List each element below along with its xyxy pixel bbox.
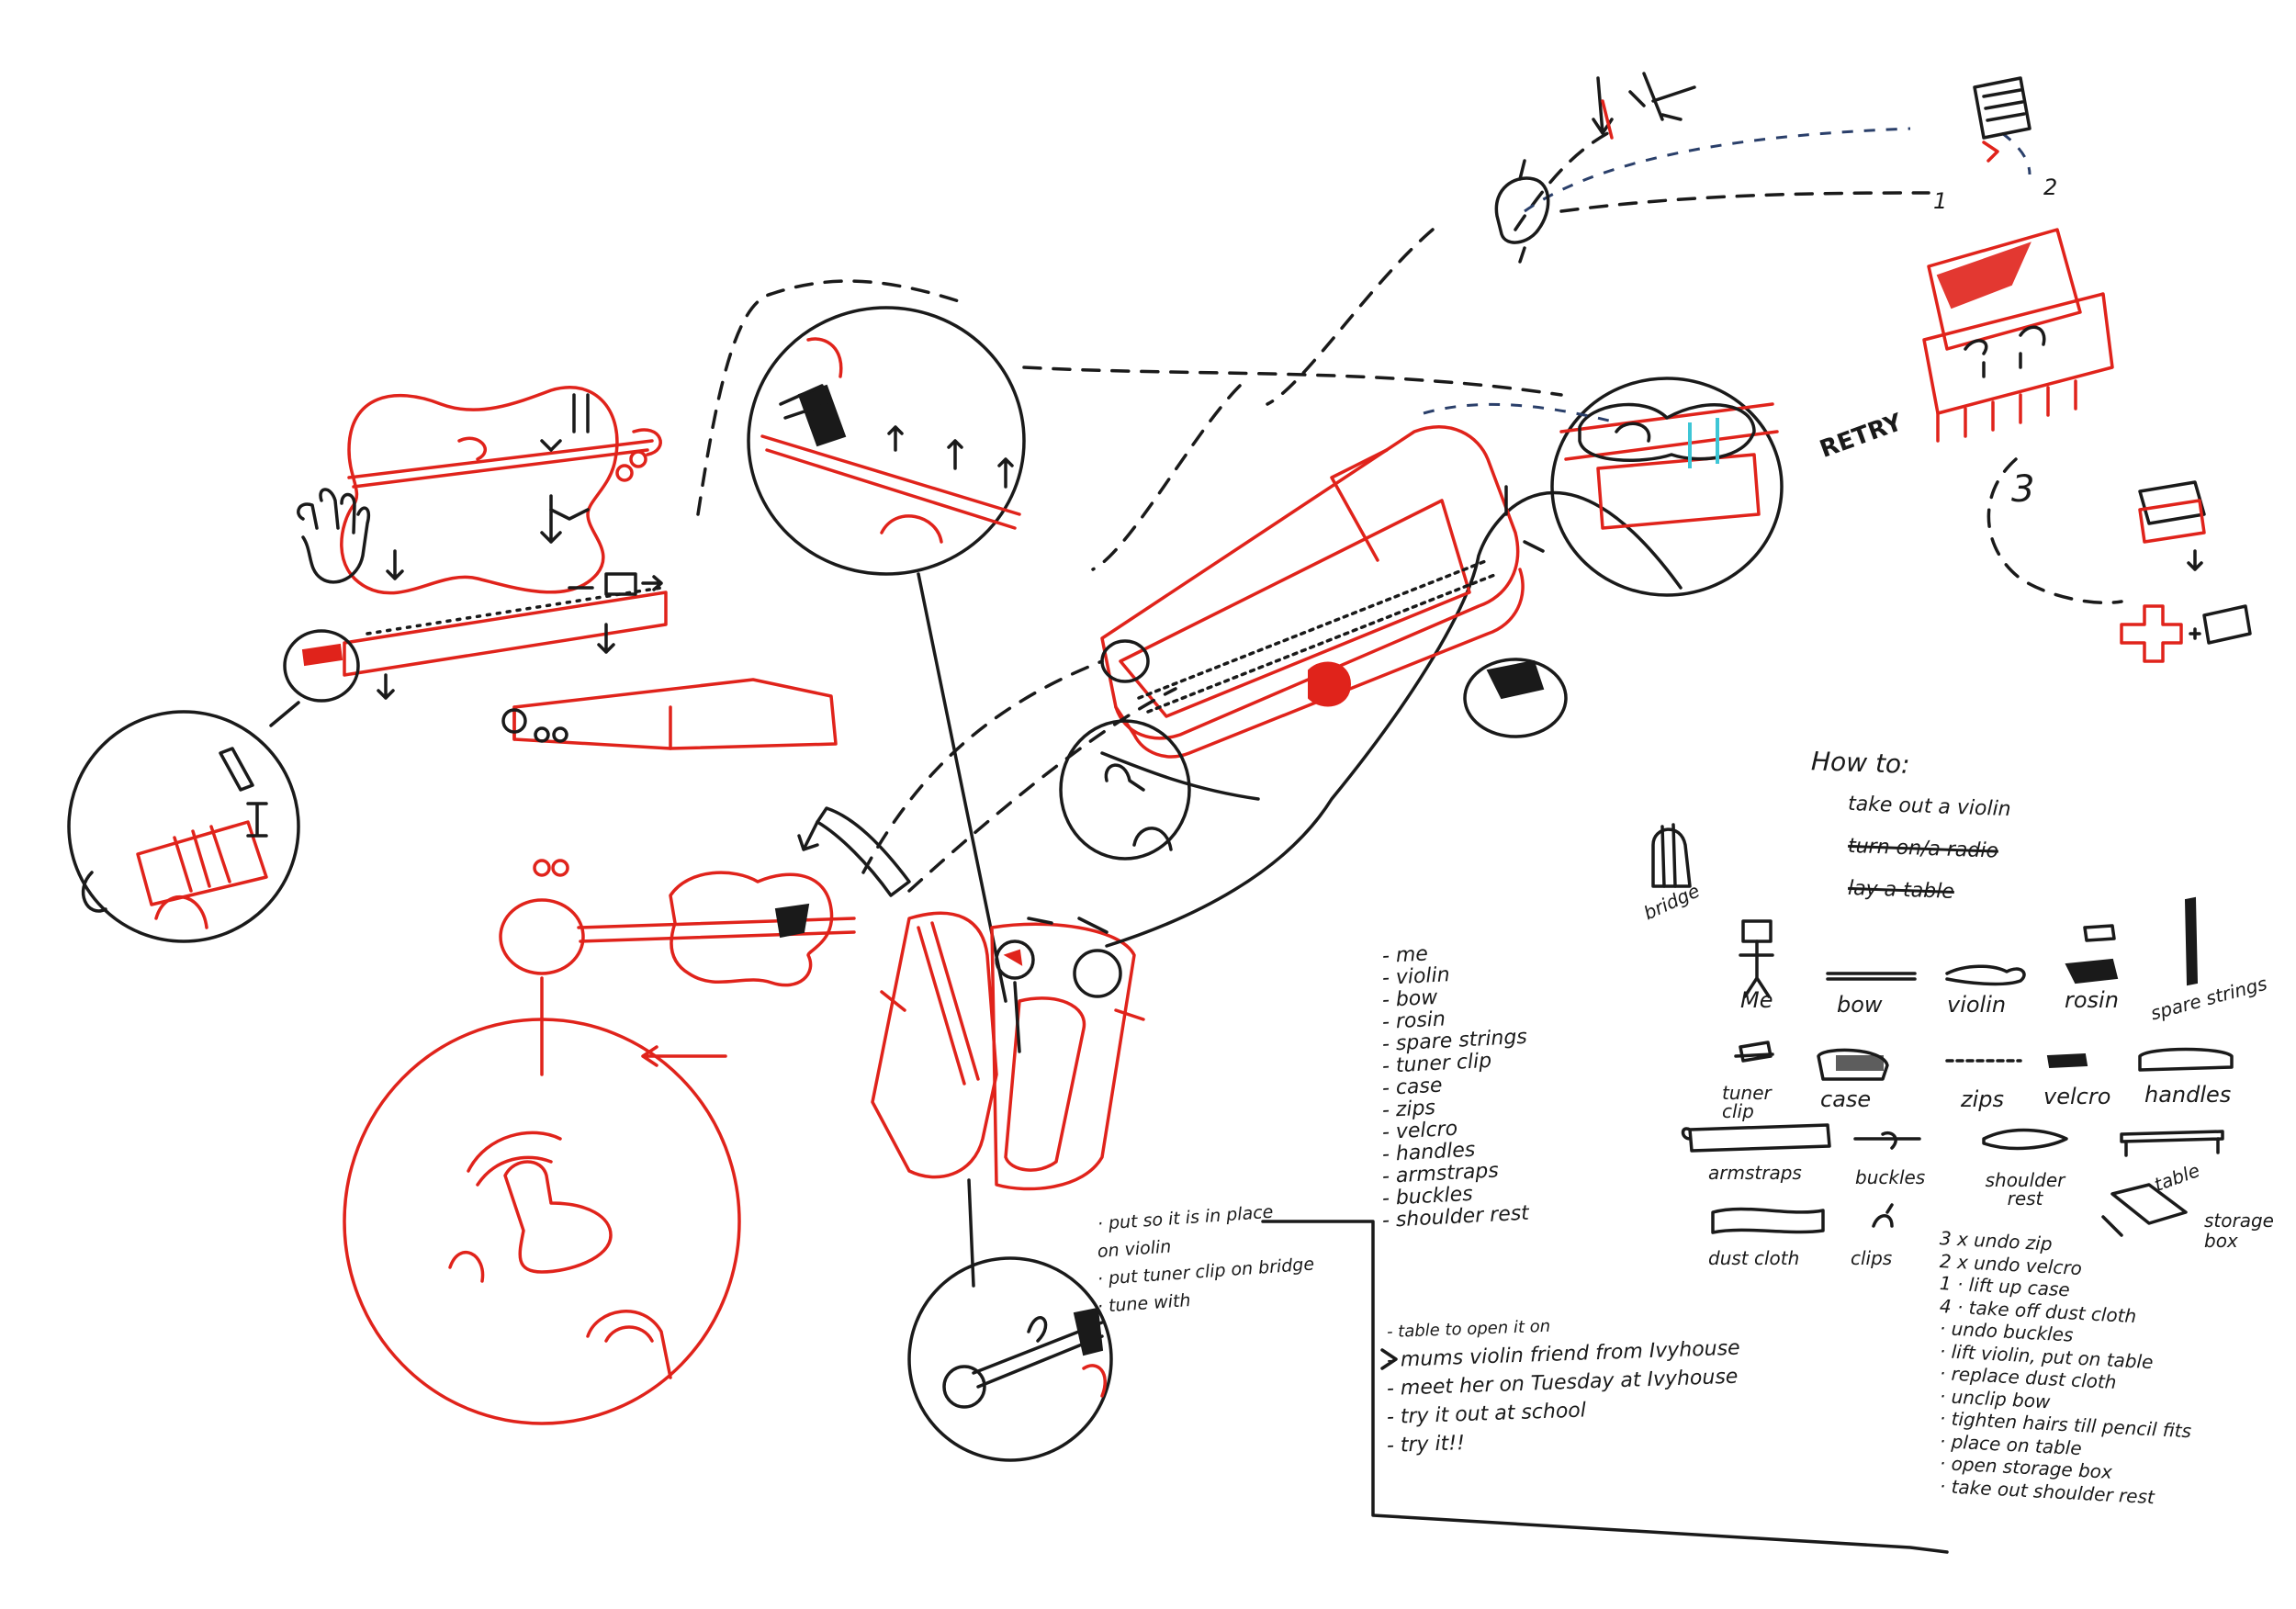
legend-handles: handles bbox=[2144, 1082, 2232, 1108]
rosin-zoom-circle bbox=[343, 1018, 741, 1425]
retry-zoom-circle bbox=[1550, 377, 1784, 597]
legend-shoulder-rest: shoulder rest bbox=[1985, 1169, 2065, 1210]
steps-list: 3 x undo zip 2 x undo velcro 1 · lift up… bbox=[1939, 1227, 2191, 1508]
oval-icon bbox=[1494, 72, 1696, 264]
violin-tuner-sketch bbox=[499, 806, 911, 1076]
storage-box-sketch bbox=[1922, 76, 2114, 443]
how-to-item: take out a violin bbox=[1847, 792, 2012, 822]
legend-clips: clips bbox=[1851, 1247, 1893, 1269]
bow-tip-zoom bbox=[67, 629, 360, 943]
legend-rosin: rosin bbox=[2065, 987, 2119, 1013]
hand-sketch bbox=[297, 488, 370, 584]
how-to-block: How to: take out a violin turn on/a radi… bbox=[1811, 744, 2012, 913]
legend-violin: violin bbox=[1947, 992, 2007, 1018]
legend-zips: zips bbox=[1961, 1086, 2005, 1112]
bow-sketch bbox=[343, 549, 668, 700]
bow-lower-sketch bbox=[501, 678, 838, 750]
notes-list: - table to open it on - mums violin frie… bbox=[1387, 1317, 1740, 1460]
scroll-zoom-circle bbox=[907, 1256, 1113, 1462]
legend-icons bbox=[1681, 896, 2234, 1237]
open-case-sketch bbox=[871, 490, 1683, 1288]
violin-sketch bbox=[340, 386, 662, 595]
bridge-icon bbox=[1651, 823, 1692, 888]
how-to-title: How to: bbox=[1810, 746, 1911, 780]
step-three-icons bbox=[2120, 480, 2252, 663]
tuner-zoom-circle bbox=[747, 306, 1026, 1003]
legend-velcro: velcro bbox=[2043, 1084, 2111, 1109]
list-connector bbox=[1261, 1220, 1949, 1554]
legend-armstraps: armstraps bbox=[1708, 1162, 1802, 1184]
how-to-item: turn on/a radio bbox=[1847, 834, 1999, 863]
legend-bow: bow bbox=[1837, 992, 1883, 1018]
legend-case: case bbox=[1820, 1086, 1872, 1112]
connection-dashes bbox=[696, 127, 2123, 893]
legend-dust-cloth: dust cloth bbox=[1708, 1247, 1800, 1269]
number-3: 3 bbox=[2011, 468, 2035, 511]
how-to-item: lay a table bbox=[1847, 876, 1955, 904]
legend-me: Me bbox=[1740, 987, 1773, 1013]
number-2: 2 bbox=[2043, 174, 2058, 200]
items-list: - me - violin - bow - rosin - spare stri… bbox=[1381, 942, 1529, 1232]
legend-buckles: buckles bbox=[1855, 1166, 1926, 1188]
tuning-notes: · put so it is in place on violin · put … bbox=[1097, 1202, 1314, 1321]
legend-storage-box: storage box bbox=[2204, 1210, 2274, 1252]
legend-tuner-clip: tuner clip bbox=[1722, 1082, 1772, 1122]
closed-case-sketch bbox=[1059, 425, 1568, 861]
number-1: 1 bbox=[1933, 188, 1948, 214]
